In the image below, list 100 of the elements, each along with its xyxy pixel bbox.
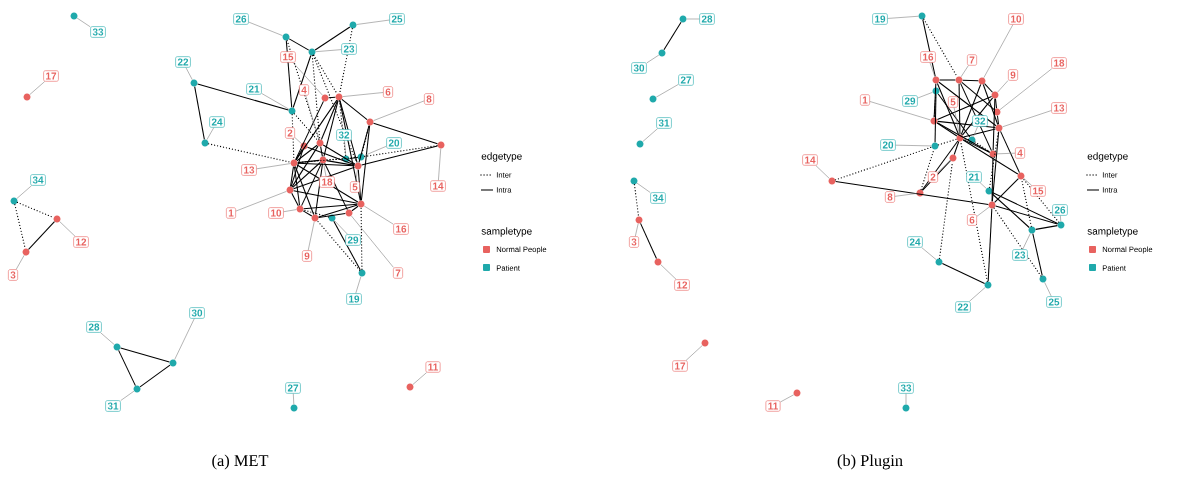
- network-edge: [923, 18, 958, 78]
- point-marker: [658, 49, 666, 57]
- node-label: 21: [966, 171, 982, 183]
- leader-line: [120, 390, 135, 401]
- network-edge: [314, 26, 351, 51]
- network-edge: [922, 160, 951, 191]
- point-marker: [956, 134, 964, 142]
- caption: (b) Plugin: [837, 454, 903, 470]
- point-marker: [1039, 275, 1047, 283]
- network-edge: [958, 83, 961, 135]
- network-edge: [341, 98, 368, 121]
- point-marker: [918, 12, 926, 20]
- network-edge: [938, 161, 954, 259]
- network-edge: [297, 159, 320, 164]
- point-marker: [349, 21, 357, 29]
- network-edge: [360, 125, 371, 201]
- point-marker: [53, 215, 61, 223]
- point-marker: [345, 209, 353, 217]
- network-edge: [338, 100, 347, 156]
- node-label: 30: [631, 62, 647, 74]
- node-label: 29: [345, 234, 361, 246]
- leader-line: [979, 182, 987, 189]
- point-marker: [902, 404, 910, 412]
- network-edge: [302, 210, 313, 217]
- leader-line: [59, 221, 76, 237]
- network-edge: [326, 160, 355, 166]
- point-marker: [630, 177, 638, 185]
- leader-line: [206, 127, 215, 141]
- network-edge: [290, 149, 304, 187]
- node-label: 15: [280, 51, 296, 63]
- node-label: 16: [393, 223, 409, 235]
- node-label: 14: [430, 180, 446, 192]
- network-edge: [987, 208, 993, 282]
- point-marker: [437, 141, 445, 149]
- node-label: 7: [967, 54, 977, 66]
- network-edge: [937, 120, 996, 129]
- network-edge: [938, 81, 997, 127]
- network-edge: [988, 131, 1000, 188]
- leader-line: [355, 276, 362, 294]
- leader-line: [636, 182, 651, 193]
- network-edge: [118, 349, 136, 387]
- leader-line: [283, 209, 297, 212]
- point-marker: [1057, 221, 1065, 229]
- node-label: 34: [650, 192, 666, 204]
- node-label: 22: [175, 56, 191, 68]
- leader-line: [780, 394, 794, 403]
- caption: (a) MET: [212, 454, 269, 470]
- point-marker: [357, 153, 365, 161]
- point-marker: [955, 76, 963, 84]
- leader-line: [235, 191, 287, 212]
- leader-line: [895, 144, 932, 147]
- node-label: 7: [393, 267, 403, 279]
- node-label: 17: [43, 70, 59, 82]
- leader-line: [1002, 110, 1052, 128]
- network-edge: [351, 205, 359, 212]
- network-edge: [291, 145, 319, 188]
- network-edge: [328, 96, 336, 99]
- network-edge: [1022, 178, 1060, 223]
- network-edge: [358, 125, 370, 163]
- leader-line: [15, 254, 25, 270]
- node-label: 4: [299, 84, 309, 96]
- leader-line: [355, 169, 358, 182]
- legend-title: sampletype: [481, 227, 532, 237]
- point-marker: [654, 258, 662, 266]
- network-edge: [311, 55, 321, 140]
- point-marker: [308, 48, 316, 56]
- node-label: 30: [189, 307, 205, 319]
- leader-line: [960, 65, 969, 78]
- node-label: 14: [802, 154, 818, 166]
- leader-line: [1022, 233, 1031, 250]
- leader-line: [344, 140, 346, 156]
- point-marker: [190, 79, 198, 87]
- point-marker: [10, 197, 18, 205]
- leader-line: [983, 24, 1014, 78]
- network-edge: [302, 209, 330, 218]
- leader-line: [997, 80, 1009, 93]
- network-edge: [939, 79, 956, 81]
- network-edge: [936, 95, 993, 121]
- network-edge: [974, 141, 991, 153]
- point-marker: [406, 383, 414, 391]
- node-label: 11: [765, 400, 781, 412]
- network-edge: [339, 100, 361, 201]
- point-marker: [354, 162, 362, 170]
- node-label: 33: [898, 382, 914, 394]
- node-label: 27: [285, 382, 301, 394]
- node-label: 3: [629, 236, 639, 248]
- network-edge: [937, 93, 971, 138]
- network-edge: [640, 222, 657, 260]
- point-marker: [649, 95, 657, 103]
- point-marker: [316, 139, 324, 147]
- node-label: 9: [302, 250, 312, 262]
- node-label: 20: [880, 139, 896, 151]
- node-label: 1: [226, 207, 236, 219]
- point-marker: [201, 139, 209, 147]
- leader-line: [905, 393, 907, 405]
- point-marker: [931, 142, 939, 150]
- network-edge: [313, 54, 338, 95]
- point-marker: [311, 214, 319, 222]
- network-edge: [295, 99, 338, 161]
- node-label: 23: [341, 43, 357, 55]
